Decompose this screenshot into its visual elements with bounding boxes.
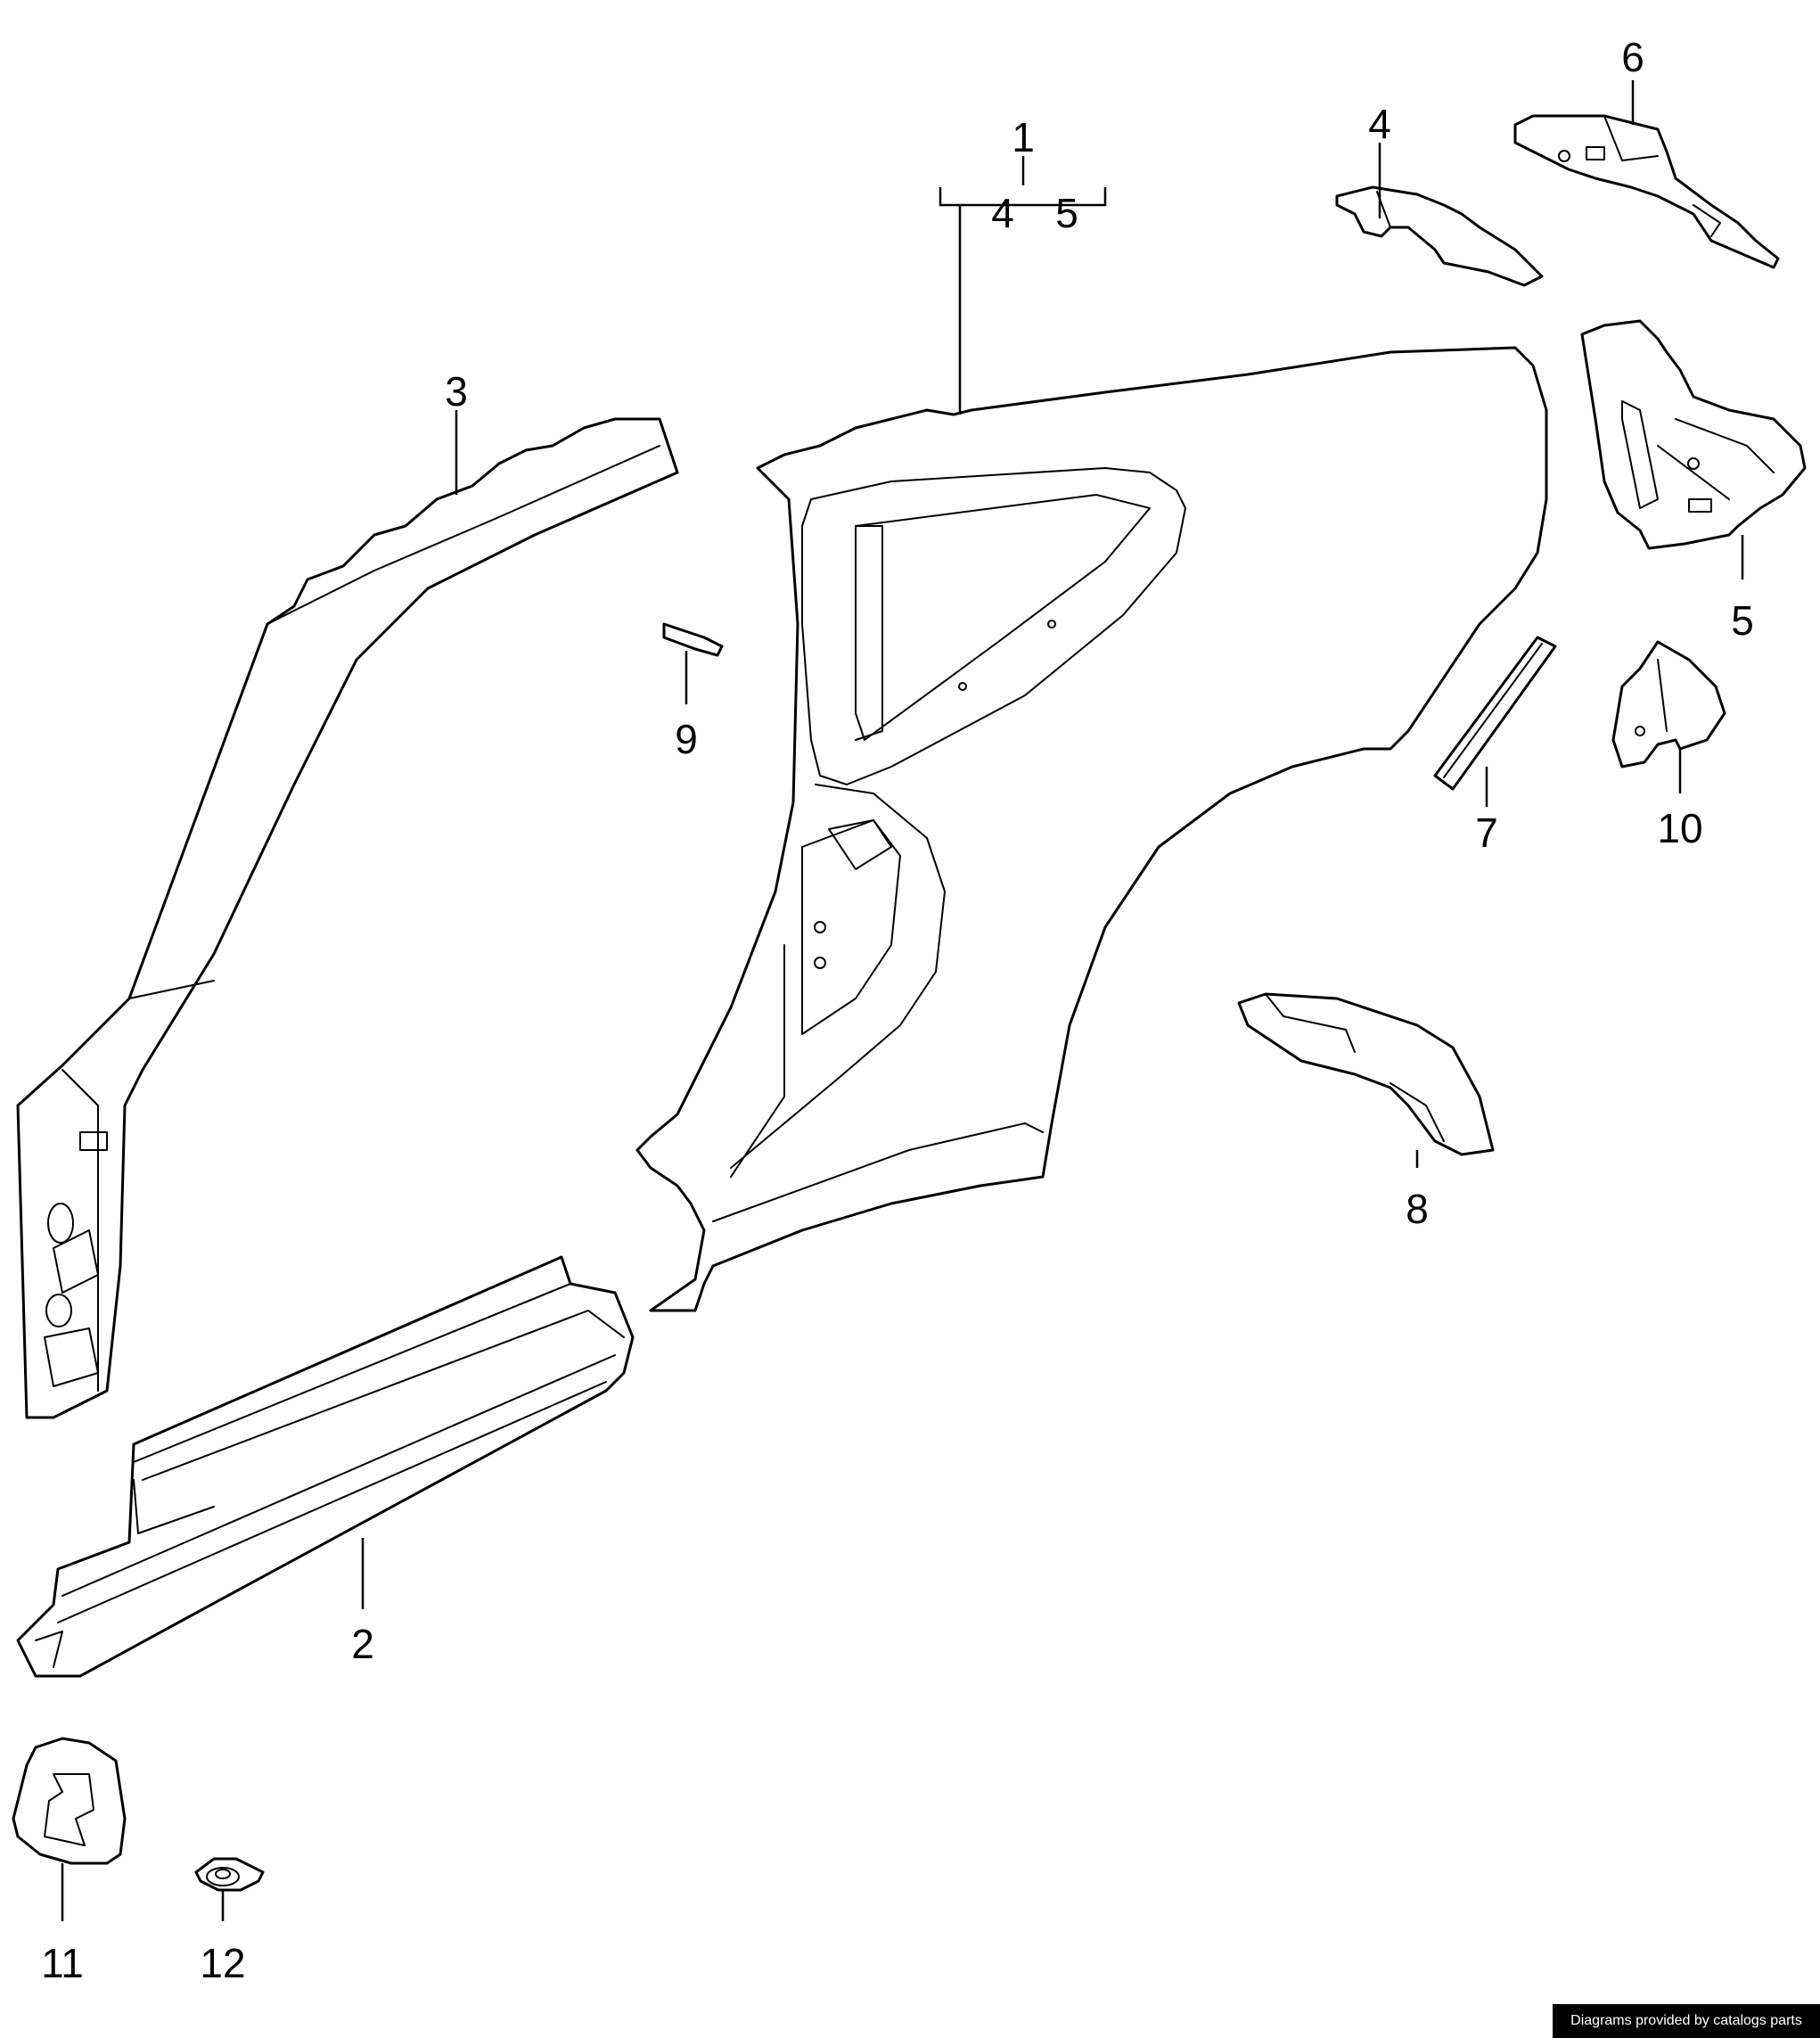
- part-5-rear-inner-panel[interactable]: [1580, 319, 1807, 550]
- callout-8: 8: [1406, 1186, 1429, 1232]
- callout-4: 4: [1368, 101, 1391, 147]
- part-6-upper-rail[interactable]: [1513, 114, 1780, 269]
- callout-1-sub-5: 5: [1055, 190, 1078, 236]
- part-2-side-sill[interactable]: [16, 1255, 635, 1678]
- part-11-plate[interactable]: [12, 1737, 127, 1865]
- part-12-clip[interactable]: [194, 1857, 265, 1892]
- part-4-bracket[interactable]: [1335, 185, 1544, 287]
- callout-10: 10: [1657, 805, 1702, 851]
- part-10-small-bracket[interactable]: [1611, 640, 1726, 768]
- callout-5: 5: [1731, 597, 1754, 644]
- credit-badge: Diagrams provided by catalogs parts: [1553, 2004, 1820, 2038]
- callout-1: 1: [1012, 114, 1035, 160]
- callout-9: 9: [675, 716, 698, 762]
- callout-11: 11: [41, 1940, 84, 1986]
- part-3-front-pillar[interactable]: [16, 417, 679, 1419]
- part-8-wheel-arch[interactable]: [1237, 992, 1495, 1156]
- callout-3: 3: [445, 368, 468, 415]
- callout-7: 7: [1475, 809, 1498, 856]
- callout-2: 2: [351, 1621, 374, 1667]
- part-1-side-panel[interactable]: [635, 346, 1548, 1312]
- callout-6: 6: [1621, 34, 1644, 80]
- callout-12: 12: [200, 1940, 245, 1986]
- callout-1-sub-4: 4: [991, 190, 1014, 236]
- callout-labels: 1 4 5 2 3 4 5 6 7 8 9 10 11 12: [41, 34, 1754, 1986]
- leader-lines: [61, 80, 1744, 1921]
- part-9-trim-strip[interactable]: [662, 622, 724, 657]
- part-7-strip[interactable]: [1433, 636, 1557, 791]
